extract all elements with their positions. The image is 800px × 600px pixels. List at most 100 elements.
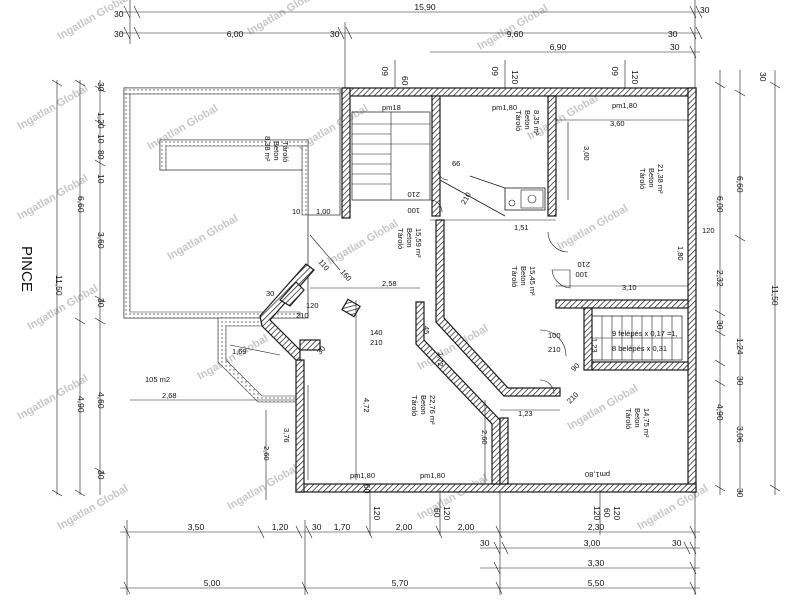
label: pm1,80 [350, 471, 375, 480]
watermark: Ingatlan Global [56, 482, 131, 532]
label: 2,60 [262, 446, 271, 461]
svg-text:Tároló: Tároló [396, 228, 405, 249]
label: 100 [407, 206, 420, 215]
label: 1,69 [232, 347, 247, 356]
dim-label: 30 [96, 82, 106, 92]
svg-text:Beton: Beton [647, 168, 656, 188]
svg-text:Beton: Beton [272, 141, 281, 161]
dim-label: 5,70 [392, 578, 409, 588]
svg-text:21,38 m²: 21,38 m² [656, 164, 665, 194]
watermark: Ingatlan Global [556, 202, 631, 252]
dim-label: 5,50 [588, 578, 605, 588]
svg-text:Tároló: Tároló [281, 141, 290, 162]
dim-label: 4,60 [96, 392, 106, 409]
right-dimensions: 30 6,60 6,00 11,50 2,32 30 1,24 30 4,90 … [714, 70, 781, 498]
dim-label: 6,60 [76, 196, 86, 213]
dim-label: 30 [114, 9, 124, 19]
svg-text:15,59 m²: 15,59 m² [414, 228, 423, 258]
dim-label: 1,70 [334, 522, 351, 532]
label: 210 [565, 390, 580, 405]
dim-label: 2,30 [588, 522, 605, 532]
dim-label: 30 [668, 29, 678, 39]
label: 3,60 [610, 119, 625, 128]
svg-text:22,76 m²: 22,76 m² [428, 395, 437, 425]
dim-label: 30 [96, 298, 106, 308]
terrace-area: 105 m2 [145, 375, 170, 384]
room-label: Tároló Beton 15,59 m² [396, 228, 423, 258]
svg-text:Tároló: Tároló [510, 266, 519, 287]
label: 10 [292, 207, 300, 216]
label: 210 [370, 338, 383, 347]
svg-text:Tároló: Tároló [624, 408, 633, 429]
opening-label: 60 [610, 66, 620, 76]
room-label: Tároló Beton 8,38 m² [263, 136, 290, 162]
label: 120 [306, 301, 319, 310]
label: 1,23 [590, 338, 599, 353]
label: 210 [577, 260, 590, 269]
opening-label: 60 [380, 66, 390, 76]
room-label: Tároló Beton 15,45 m² [510, 266, 537, 296]
dim-label: 3,50 [188, 522, 205, 532]
doors [429, 169, 571, 395]
svg-text:Tároló: Tároló [514, 110, 523, 131]
top-dimensions: 30 15,90 30 30 6,00 30 9,60 30 6,90 30 [114, 0, 710, 90]
svg-text:Tároló: Tároló [410, 395, 419, 416]
watermark: Ingatlan Global [246, 0, 321, 38]
dim-label: 2,00 [458, 522, 475, 532]
opening-label: 60 [400, 76, 410, 86]
dim-label: 3,00 [584, 538, 601, 548]
terrace: 105 m2 [123, 87, 341, 403]
label: 120 [702, 226, 715, 235]
dim-label: 15,90 [414, 2, 436, 12]
label: 100 [575, 270, 588, 279]
svg-text:15,45 m²: 15,45 m² [528, 266, 537, 296]
dim-label: 6,60 [735, 176, 745, 193]
page-title: PINCE [18, 246, 35, 292]
label: 90 [569, 361, 581, 373]
dim-label: 30 [670, 42, 680, 52]
label: 1,72 [436, 352, 445, 367]
dim-label: 5,00 [204, 578, 221, 588]
watermark: Ingatlan Global [476, 2, 551, 52]
label: 3,76 [282, 428, 291, 443]
interior-dimensions [130, 119, 688, 500]
watermark-layer: Ingatlan Global Ingatlan Global Ingatlan… [16, 0, 711, 533]
label: 1,80 [676, 246, 685, 261]
opening-label: 120 [372, 506, 382, 520]
dim-label: 2,00 [396, 522, 413, 532]
dim-label: 30 [735, 488, 745, 498]
svg-text:14,75 m²: 14,75 m² [642, 408, 651, 438]
label: 1,51 [514, 223, 529, 232]
dim-label: 1,24 [735, 338, 745, 355]
label: 210 [407, 190, 420, 199]
room-labels: Tároló Beton 8,38 m² Tároló Beton 8,35 m… [263, 110, 665, 438]
dim-label: 10 [96, 174, 106, 184]
svg-text:Beton: Beton [633, 408, 642, 428]
label: 30 [266, 289, 274, 298]
svg-text:Beton: Beton [519, 266, 528, 286]
dim-label: 30 [114, 29, 124, 39]
label: 3,00 [582, 146, 591, 161]
dim-label: 30 [735, 376, 745, 386]
label: 9 felépés x 0,17 =1, [612, 329, 678, 338]
dim-label: 4,90 [76, 396, 86, 413]
dim-label: 30 [312, 522, 322, 532]
dim-label: 10 [96, 134, 106, 144]
dim-label: 1,20 [272, 522, 289, 532]
bottom-openings: 60 120 60 120 120 60 120 [362, 484, 622, 535]
room-label: Tároló Beton 8,35 m² [514, 110, 541, 136]
label: pm18 [382, 103, 401, 112]
label: 66 [452, 159, 460, 168]
svg-text:Tároló: Tároló [638, 168, 647, 189]
label: 8 belépés x 0,31 [612, 344, 667, 353]
svg-text:Beton: Beton [419, 395, 428, 415]
label: 4,72 [362, 398, 371, 413]
label: 1,00 [316, 207, 331, 216]
dim-label: 11,50 [54, 275, 64, 296]
opening-label: 60 [602, 508, 612, 518]
dim-label: 30 [700, 5, 710, 15]
dim-label: 1,20 [96, 112, 106, 129]
label: pm1,80 [585, 470, 610, 479]
dim-label: 3,60 [96, 232, 106, 249]
opening-label: 120 [442, 506, 452, 520]
